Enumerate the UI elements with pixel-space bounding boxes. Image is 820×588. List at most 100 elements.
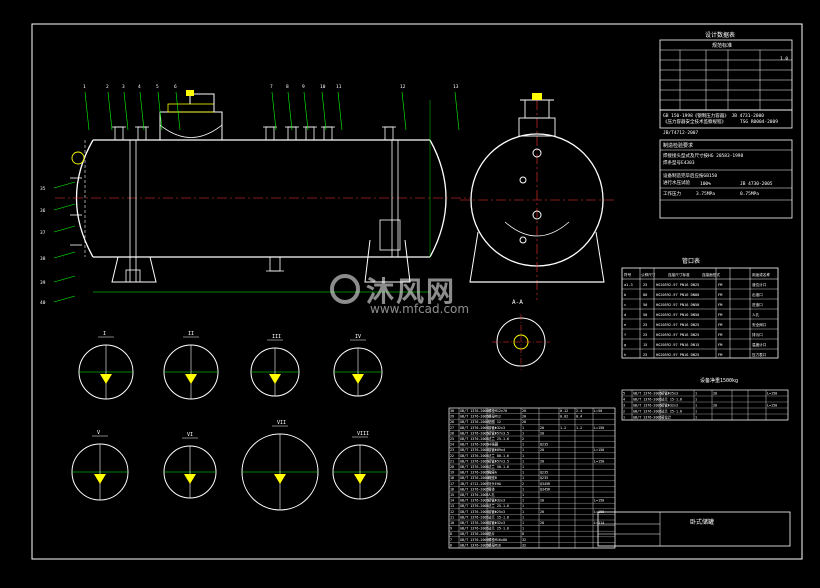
weld-mark <box>354 474 366 484</box>
balloon-label: 11 <box>336 84 342 90</box>
nozzle-cell: g <box>624 343 626 347</box>
parts-cell: 鞍座A <box>488 470 497 475</box>
parts-cell: GB/T 1376-2005 <box>460 527 489 531</box>
leader-line <box>401 91 407 131</box>
parts-cell: GB/T 1376-2005 <box>460 499 489 503</box>
detail-label: VII <box>277 420 286 426</box>
section-aa-view: A-A <box>492 299 550 370</box>
leader-line <box>53 275 76 283</box>
parts-cell: 液位计 <box>661 414 672 419</box>
nozzle-cell: 安全阀口 <box>752 322 767 327</box>
parts-cell: 1 <box>522 510 524 514</box>
parts-cell: 13 <box>450 504 454 508</box>
standard-2: 《压力容器安全技术监察规程》 <box>663 118 726 125</box>
parts-cell: GB/T 1376-2005 <box>460 431 489 435</box>
nozzle-cell: 25 <box>643 283 647 287</box>
parts-cell: GB/T 1376-2005 <box>460 504 489 508</box>
parts-cell: L=150 <box>594 459 604 463</box>
standard-1: GB 150-1998《钢制压力容器》 JB 4731-2000 <box>663 112 764 119</box>
nozzle-cell: c <box>624 303 626 307</box>
parts-cell: 接管Φ57x3.5 <box>488 430 509 435</box>
parts-cell: 1 <box>522 504 524 508</box>
parts-cell: GB/T 1376-2005 <box>460 543 489 547</box>
nozzle-cell: 进液口 <box>752 302 763 307</box>
detail-label: VIII <box>357 431 369 437</box>
standard-4: JB/T4712-2007 <box>663 130 699 136</box>
detail-label: V <box>97 430 100 436</box>
parts-cell: 封头EHA <box>488 481 501 486</box>
parts-cell: GB/T 1376-2005 <box>633 397 662 401</box>
parts-cell: 20 <box>450 465 454 469</box>
nozzle-cell: 排污口 <box>752 332 763 337</box>
leader-line <box>175 91 181 131</box>
nozzle-col-header: 公称尺寸 <box>641 272 656 277</box>
parts-cell: 21 <box>450 459 454 463</box>
bottom-title-block: 卧式储罐 <box>597 511 791 547</box>
nozzle-cell: 液位计口 <box>752 282 767 287</box>
nozzle-cell: d <box>624 313 626 317</box>
parts-cell: 9 <box>450 527 452 531</box>
nozzle-cell: 25 <box>643 353 647 357</box>
detail-label: IV <box>355 334 361 340</box>
parts-cell: GB/T 1376-2005 <box>460 409 489 413</box>
parts-cell: 1 <box>522 459 524 463</box>
parts-cell: 1 <box>522 487 524 491</box>
balloon-label: 40 <box>40 300 46 306</box>
mpa-value: 0.75MPa <box>740 191 759 197</box>
parts-cell: 23 <box>450 448 454 452</box>
balloon-label: 2 <box>106 84 109 90</box>
parts-cell: 1 <box>522 521 524 525</box>
parts-cell: GB/T 1376-2005 <box>460 420 489 424</box>
parts-cell: 1 <box>522 426 524 430</box>
parts-cell: GB/T 1376-2005 <box>460 426 489 430</box>
parts-cell: 7 <box>450 538 452 542</box>
parts-cell: Q345R <box>540 482 551 486</box>
parts-cell: 20 <box>522 409 526 413</box>
parts-cell: 螺母M16 <box>488 542 501 547</box>
parts-cell: GB/T 1376-2005 <box>460 515 489 519</box>
nozzle-cell: FM <box>718 313 723 317</box>
parts-cell: GB/T 1376-2005 <box>460 465 489 469</box>
parts-cell: 0.4 <box>576 415 582 419</box>
parts-cell: 2 <box>522 482 524 486</box>
balloon-label: 36 <box>40 208 46 214</box>
parts-cell: 15 <box>450 493 454 497</box>
parts-cell: L=150 <box>594 499 604 503</box>
parts-cell: 垫圈 12 <box>488 419 501 424</box>
parts-cell: 1 <box>522 499 524 503</box>
parts-cell: 1 <box>695 397 697 401</box>
balloon-label: 12 <box>400 84 406 90</box>
parts-cell: 32 <box>522 543 526 547</box>
balloon-label: 8 <box>286 84 289 90</box>
parts-cell: 1 <box>695 415 697 419</box>
nozzle-cell: HG20592-97 PN16 DN25 <box>656 333 699 337</box>
parts-cell: 法兰 25-1.6 <box>488 503 509 508</box>
balloon-label: 10 <box>320 84 326 90</box>
parts-cell: 8 <box>450 532 452 536</box>
nozzle-cell: FM <box>718 353 723 357</box>
parts-cell: L=50 <box>594 409 602 413</box>
note-1: 焊接接头型式及尺寸按HG 20583-1998 <box>663 152 744 159</box>
nozzle-table-heading: 管口表 <box>682 257 700 265</box>
nozzle-cell: f <box>624 333 626 337</box>
parts-cell: 22 <box>450 454 454 458</box>
parts-cell: 1 <box>522 443 524 447</box>
note-2: 焊条型号E4303 <box>663 159 695 166</box>
nozzle-cell: HG20592-97 PN16 DN25 <box>656 283 699 287</box>
section-2-heading: 制造检验要求 <box>663 142 693 149</box>
parts-cell: 2 <box>623 409 625 413</box>
weld-mark <box>94 474 106 484</box>
vessel-front-view <box>55 90 470 293</box>
parts-cell: 6 <box>450 543 452 547</box>
parts-cell: 1 <box>522 493 524 497</box>
parts-cell: GB/T 1376-2005 <box>460 510 489 514</box>
parts-cell: GB/T 1376-2005 <box>633 391 662 395</box>
leader-line <box>84 91 90 131</box>
nozzle-cell: HG20592-97 PN16 DN80 <box>656 293 699 297</box>
parts-cell: 20 <box>522 415 526 419</box>
parts-cell: 5 <box>623 391 625 395</box>
balloon-label: 7 <box>270 84 273 90</box>
